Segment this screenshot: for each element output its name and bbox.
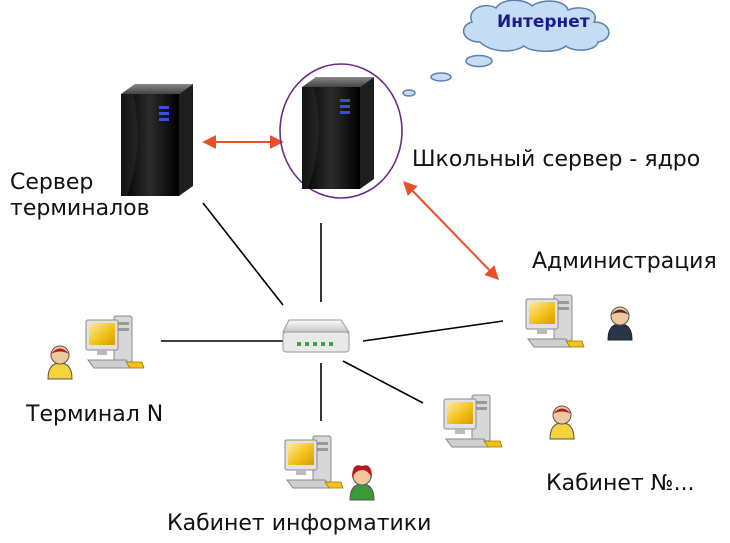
user-icon-terminal-n [47,345,73,380]
terminal-server-label: Сервер терминалов [10,170,150,221]
core-server-icon [302,77,374,189]
arrow-core-admin [403,180,499,281]
workstation-icon-terminal-n [85,315,145,369]
workstation-icon-informatics [284,435,344,489]
school-server-label: Школьный сервер - ядро [412,147,701,172]
internet-label: Интернет [497,12,590,32]
workstation-icon-admin [525,294,585,348]
core-ring [279,63,403,199]
cabinet-n-label: Кабинет №... [546,471,695,496]
terminal-n-label: Терминал N [26,402,164,427]
link-terminal-server-switch [202,202,284,306]
administration-label: Администрация [532,249,717,274]
user-icon-informatics [349,465,375,501]
switch-icon [282,319,350,353]
link-admin-switch [362,320,504,342]
cloud-icon [402,0,610,97]
workstation-icon-cabinet [443,394,503,448]
user-icon-cabinet [549,405,575,440]
link-cabinet-switch [342,360,424,404]
informatics-room-label: Кабинет информатики [167,511,432,536]
user-icon-admin [607,306,633,341]
